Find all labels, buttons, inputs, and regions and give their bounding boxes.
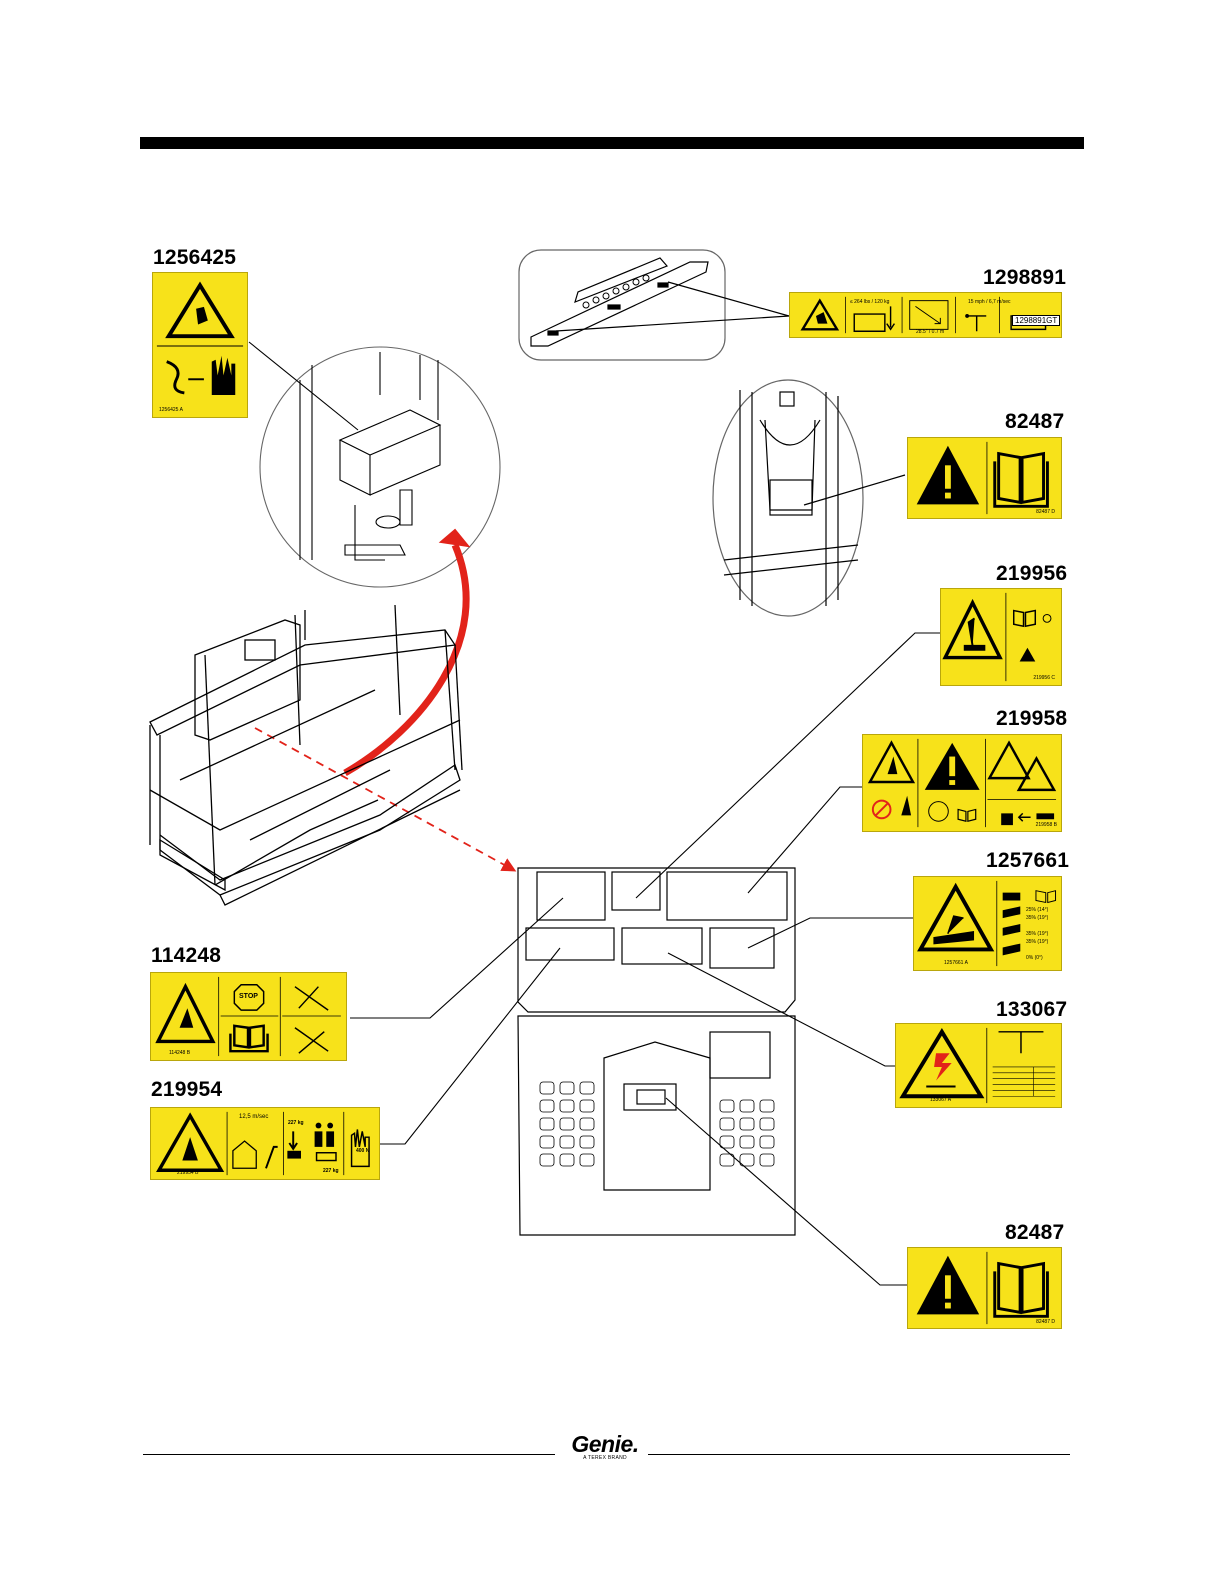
part-number-1257661: 1257661	[986, 849, 1070, 872]
decal-82487-top: 82487 D	[907, 437, 1062, 519]
decal-code: 219958 B	[1035, 822, 1057, 828]
brand-tagline: A TEREX BRAND	[583, 1455, 627, 1461]
force-text: 400 N	[356, 1148, 370, 1154]
hand-crush-icon	[156, 281, 244, 395]
console-panel	[517, 867, 796, 1236]
part-number-1298891: 1298891	[983, 266, 1067, 289]
stop-sign-text: STOP	[239, 993, 258, 1000]
leader-lines	[350, 632, 940, 1286]
decal-code: 82487 D	[1036, 1319, 1055, 1325]
red-dashed-arrow	[254, 727, 517, 872]
manual-holder-detail-view	[712, 379, 906, 617]
tip-over-hazard-icon	[942, 592, 1052, 682]
slope-1: 25% (14°)	[1026, 907, 1049, 913]
slope-2: 35% (19°)	[1026, 915, 1049, 921]
part-number-82487-top: 82487	[1005, 410, 1065, 433]
part-number-219954: 219954	[151, 1078, 223, 1101]
red-curved-arrow	[343, 543, 470, 777]
genie-logo: Genie. A TEREX BRAND	[565, 1431, 645, 1461]
control-box-detail-view	[248, 341, 501, 588]
weight-text: ≤ 264 lbs / 120 kg	[850, 299, 890, 305]
footer-rule-left	[143, 1454, 555, 1455]
platform-basket	[149, 604, 463, 906]
part-number-133067: 133067	[996, 998, 1068, 1021]
load-top: 227 kg	[288, 1120, 304, 1126]
part-number-219956: 219956	[996, 562, 1068, 585]
decal-1256425: 1256425 A	[152, 272, 248, 418]
header-rule	[140, 137, 1084, 149]
footer-rule-right	[648, 1454, 1070, 1455]
warning-read-manual-icon	[916, 1251, 1049, 1325]
slope-3: 35% (19°)	[1026, 931, 1049, 937]
decal-219954: 12,5 m/sec 227 kg 227 kg 400 N 219954 B	[150, 1107, 380, 1180]
electrocution-hazard-icons	[899, 1027, 1056, 1104]
wind-text: 15 mph / 6,7 m/sec	[968, 299, 1011, 305]
platform-overload-icons	[800, 296, 1047, 334]
part-number-82487-bottom: 82487	[1005, 1221, 1065, 1244]
slope-rating-icons	[917, 880, 1057, 967]
decal-code: 82487 D	[1036, 509, 1055, 515]
warning-read-manual-icon	[916, 441, 1049, 515]
decal-114248: STOP 114248 B	[150, 972, 347, 1061]
wind-text: 12,5 m/sec	[239, 1114, 269, 1120]
decal-82487-bottom: 82487 D	[907, 1247, 1062, 1329]
size-text: 28.5" / 0.7 m	[916, 329, 945, 335]
decal-1257661: 25% (14°) 35% (19°) 35% (19°) 35% (19°) …	[913, 876, 1062, 971]
decal-code: 133067 A	[930, 1097, 952, 1103]
slope-5: 0% (0°)	[1026, 955, 1043, 961]
decal-code: 1257661 A	[944, 960, 968, 966]
decal-code: 1298891GT	[1012, 315, 1061, 326]
decal-1298891: ≤ 264 lbs / 120 kg 15 mph / 6,7 m/sec 28…	[789, 292, 1062, 338]
decal-code: 219956 C	[1033, 675, 1055, 681]
stop-operation-icons	[155, 976, 341, 1057]
part-number-114248: 114248	[151, 944, 222, 967]
brand-name: Genie.	[571, 1431, 639, 1457]
load-bottom: 227 kg	[323, 1168, 339, 1174]
wind-load-force-icons	[156, 1111, 370, 1176]
decal-133067: 133067 A	[895, 1023, 1062, 1108]
decal-code: 219954 B	[177, 1170, 199, 1176]
decal-code: 1256425 A	[159, 407, 183, 413]
decal-219958: 219958 B	[862, 734, 1062, 832]
slope-4: 35% (19°)	[1026, 939, 1049, 945]
part-number-1256425: 1256425	[153, 246, 237, 269]
multi-hazard-icons	[867, 738, 1057, 828]
part-number-219958: 219958	[996, 707, 1068, 730]
rail-detail-view	[518, 249, 790, 361]
decal-code: 114248 B	[169, 1050, 191, 1056]
decal-219956: 219956 C	[940, 588, 1062, 686]
